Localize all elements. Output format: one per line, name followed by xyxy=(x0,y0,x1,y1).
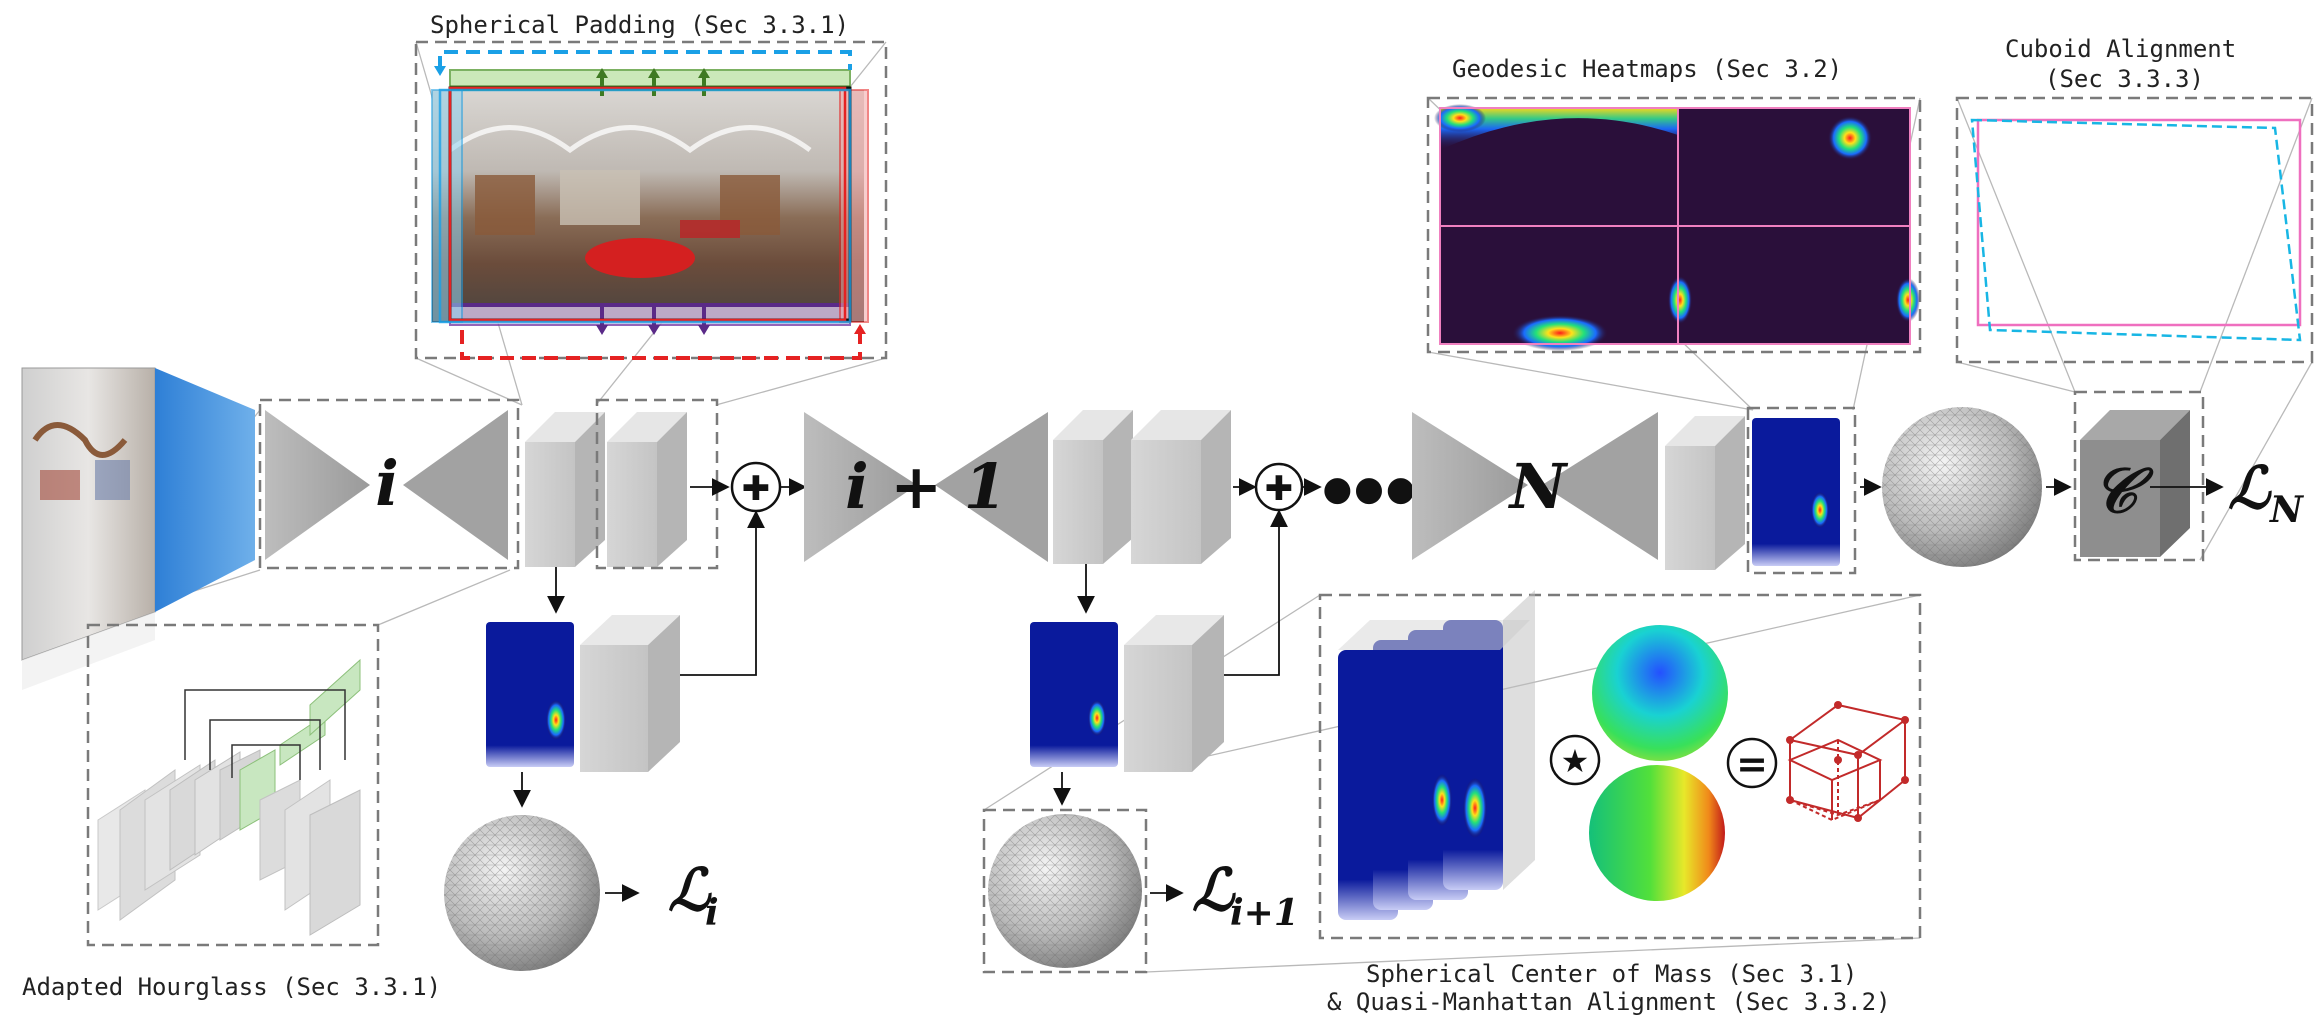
feature-block-i-b xyxy=(607,412,687,567)
hourglass-i1-decoder xyxy=(935,412,1048,562)
caption-geodesic-heatmaps: Geodesic Heatmaps (Sec 3.2) xyxy=(1452,55,1842,83)
sphere-i1-highlight xyxy=(982,808,1148,974)
hourglass-i-highlight xyxy=(258,398,520,570)
plus-icon: ✚ xyxy=(1265,469,1294,509)
cuboid-alignment-plot xyxy=(1970,118,2302,342)
caption-cuboid-alignment: Cuboid Alignment xyxy=(2005,35,2236,63)
cuboid-highlight xyxy=(2073,390,2205,562)
heatmap-stack-i1 xyxy=(1030,622,1118,767)
skip-connection-i1 xyxy=(1224,509,1288,676)
spherical-padding-panel xyxy=(414,40,888,360)
loss-n: ℒ xyxy=(2228,454,2272,522)
stage-label-n: N xyxy=(1508,450,1569,523)
feature-block-i-c xyxy=(580,615,680,772)
loss-i-plus-1-subscript: i+1 xyxy=(1230,892,1299,934)
caption-spherical-padding: Spherical Padding (Sec 3.3.1) xyxy=(430,11,849,39)
hourglass-i1-encoder xyxy=(804,412,917,562)
loss-i: ℒ xyxy=(668,856,712,924)
feature-block-i1-b xyxy=(1131,410,1231,564)
caption-quasi-manhattan: & Quasi-Manhattan Alignment (Sec 3.3.2) xyxy=(1327,988,1891,1016)
ellipsis-icon: ●●● xyxy=(1322,469,1417,509)
adapted-hourglass-sketch xyxy=(97,658,361,936)
center-of-mass-panel xyxy=(1318,593,1922,940)
cuboid-block xyxy=(2080,410,2190,557)
plus-icon: ✚ xyxy=(742,469,771,509)
stage-label-i: i xyxy=(375,447,399,520)
coordinate-sphere-top xyxy=(1592,625,1728,761)
heatmap-stack-n xyxy=(1752,418,1840,566)
equals-icon: = xyxy=(1736,742,1768,786)
adapted-hourglass-panel xyxy=(86,623,380,947)
loss-i-subscript: i xyxy=(705,892,719,934)
feature-block-n xyxy=(1665,416,1745,570)
geodesic-heatmaps-panel xyxy=(1426,96,1922,354)
cuboid-alignment-panel xyxy=(1955,96,2314,364)
loss-i-plus-1: ℒ xyxy=(1192,856,1236,924)
heatmap-stack-i xyxy=(486,622,574,767)
sphere-loss-i xyxy=(444,815,600,971)
coordinate-sphere-bottom xyxy=(1589,765,1725,901)
convolution-node xyxy=(1549,734,1601,786)
padding-top-dashed xyxy=(438,50,852,70)
caption-center-of-mass: Spherical Center of Mass (Sec 3.1) xyxy=(1366,960,1857,988)
heatmap-n-highlight xyxy=(1746,406,1857,575)
star-icon: ★ xyxy=(1561,742,1590,780)
layout-cuboid-wireframe xyxy=(1786,701,1909,822)
sphere-loss-i1 xyxy=(988,814,1142,968)
input-panorama-image xyxy=(21,367,156,690)
hourglass-i-encoder xyxy=(265,410,370,560)
padded-panorama xyxy=(432,90,864,322)
hourglass-n-decoder xyxy=(1542,412,1658,560)
heatmap-stack-large xyxy=(1338,590,1535,920)
feature-block-i1-a xyxy=(1053,410,1133,564)
loss-n-subscript: N xyxy=(2269,489,2305,531)
encoder-wedge xyxy=(155,368,255,612)
hourglass-i-decoder xyxy=(403,410,508,560)
stage-label-i-plus-1: i + 1 xyxy=(845,450,1007,523)
feature-block-i-a xyxy=(525,412,605,567)
caption-cuboid-alignment-sec: (Sec 3.3.3) xyxy=(2045,65,2204,93)
equals-node xyxy=(1726,737,1778,789)
padding-left-band xyxy=(431,89,463,323)
feature-block-highlight xyxy=(595,398,719,570)
sphere-n xyxy=(1882,407,2042,567)
caption-adapted-hourglass: Adapted Hourglass (Sec 3.3.1) xyxy=(22,973,441,1001)
skip-connection-i xyxy=(680,510,765,676)
geodesic-heatmap-grid xyxy=(1434,104,1920,351)
feature-block-i1-c xyxy=(1124,615,1224,772)
padding-bottom-dashed xyxy=(460,330,862,360)
hourglass-n-encoder xyxy=(1412,412,1528,560)
